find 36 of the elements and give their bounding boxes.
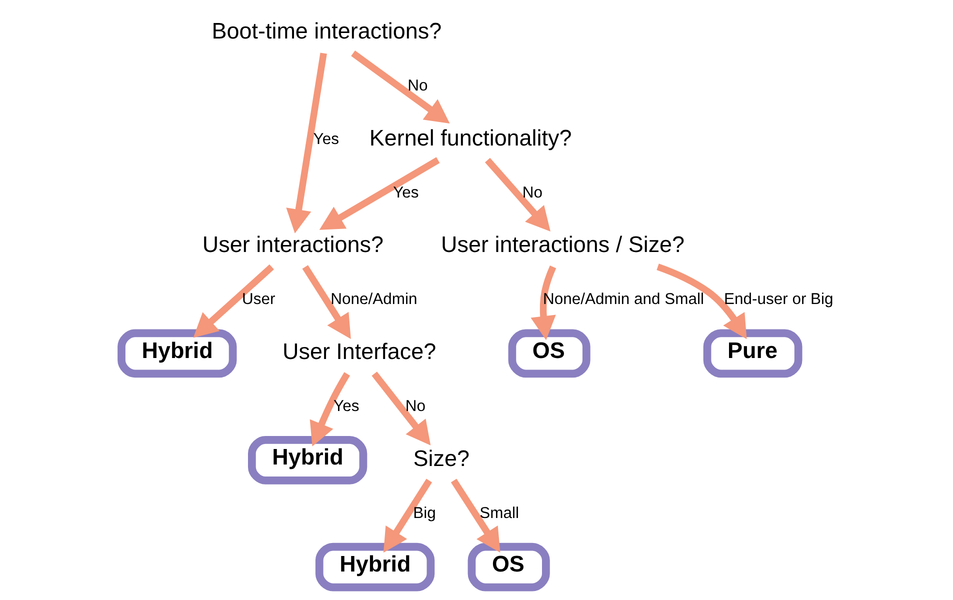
node-box: Hybrid (315, 542, 435, 592)
edge-label: Yes (334, 398, 360, 415)
arrow (450, 478, 500, 553)
arrow (656, 264, 747, 340)
node-text: User Interface? (282, 339, 436, 364)
edge-label: Big (413, 504, 436, 522)
edge-label: No (408, 78, 428, 95)
node-box: Pure (703, 329, 802, 378)
node-text: Size? (413, 446, 470, 471)
node-box: Hybrid (248, 436, 368, 484)
edge-label: End-user or Big (724, 291, 834, 308)
node-box: OS (468, 542, 550, 592)
edge-label: None/Admin (330, 291, 418, 308)
arrow (530, 266, 556, 340)
arrow (319, 157, 440, 230)
arrow (310, 372, 350, 446)
edge-label: User (242, 291, 276, 308)
arrow (286, 52, 327, 234)
edge-label: Yes (313, 130, 339, 148)
arrow (351, 50, 450, 124)
arrow (383, 478, 432, 553)
arrow (372, 372, 431, 446)
node-text: User interactions? (202, 232, 384, 258)
edge-label: No (522, 184, 542, 202)
node-box: OS (508, 329, 590, 378)
arrow (193, 264, 274, 338)
edge-label: Small (480, 504, 519, 522)
arrow (484, 158, 550, 232)
edge-label: No (405, 398, 426, 415)
edge-label: None/Admin and Small (543, 291, 704, 308)
node-text: Kernel functionality? (369, 125, 572, 150)
edge-label: Yes (393, 184, 419, 202)
arrow (302, 265, 351, 339)
node-text: Boot-time interactions? (212, 18, 442, 44)
node-box: Hybrid (118, 329, 237, 378)
node-text: User interactions / Size? (441, 232, 685, 258)
